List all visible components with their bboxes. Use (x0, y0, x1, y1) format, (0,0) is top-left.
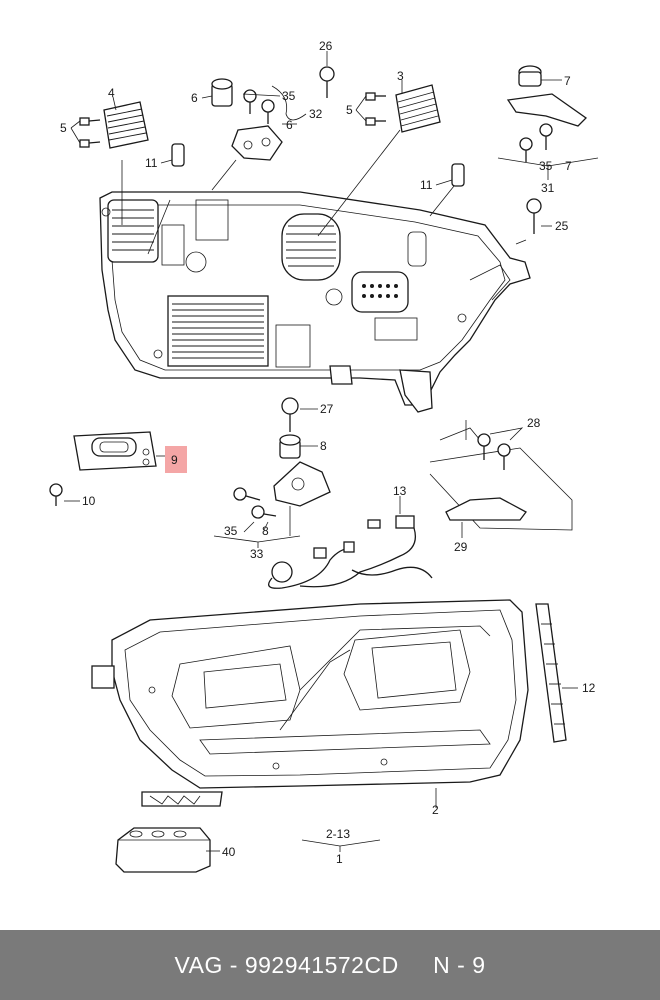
callout-11a: 11 (145, 156, 158, 170)
callout-35b: 35 (539, 159, 553, 173)
leveling-motor-bracket (233, 397, 331, 519)
bolt-icon (243, 66, 553, 234)
callout-32: 32 (309, 107, 323, 121)
callout-2: 2 (432, 803, 439, 817)
highlight-box (165, 446, 187, 473)
callout-27: 27 (320, 402, 334, 416)
callout-35c: 35 (224, 524, 238, 538)
callout-7b: 7 (565, 159, 572, 173)
heatsink-cover-left (103, 101, 149, 149)
callout-28: 28 (527, 416, 541, 430)
foam-block (115, 827, 220, 873)
headlight-housing-rear (99, 191, 531, 413)
callout-9: 9 (171, 453, 178, 467)
callout-5a: 5 (60, 121, 67, 135)
bracket-icon (231, 125, 283, 161)
brand-label: VAG (174, 951, 223, 978)
callout-2-13: 2-13 (326, 827, 350, 841)
callout-labels: 26 3 4 5 5 6 6 35 32 7 7 35 31 11 11 25 … (60, 39, 596, 866)
callout-1: 1 (336, 852, 343, 866)
ballast-control-module (73, 431, 166, 471)
heatsink-cover-right (395, 84, 441, 133)
callout-33: 33 (250, 547, 264, 561)
callout-4: 4 (108, 86, 115, 100)
callout-8b: 8 (262, 524, 269, 538)
callout-10: 10 (82, 494, 96, 508)
callout-25: 25 (555, 219, 569, 233)
callout-35a: 35 (282, 89, 296, 103)
callout-11b: 11 (420, 178, 433, 192)
callout-3: 3 (397, 69, 404, 83)
callout-26: 26 (319, 39, 333, 53)
nut-icon (211, 65, 542, 107)
callout-5b: 5 (346, 103, 353, 117)
part-number: 992941572CD (244, 951, 399, 978)
callout-29: 29 (454, 540, 468, 554)
callout-12: 12 (582, 681, 596, 695)
trim-strip (535, 603, 578, 743)
position-label: N - 9 (433, 951, 486, 978)
callout-6a: 6 (191, 91, 198, 105)
callout-31: 31 (541, 181, 555, 195)
wiring-harness (268, 496, 433, 589)
bracket-right-icon (506, 93, 588, 127)
callout-40: 40 (222, 845, 236, 859)
callout-7a: 7 (564, 74, 571, 88)
leader-lines-top (70, 51, 599, 255)
clip-icon (171, 143, 185, 167)
callout-6b: 6 (286, 118, 293, 132)
callout-13: 13 (393, 484, 407, 498)
part-number-footer: VAG - 992941572CD N - 9 (0, 930, 660, 1000)
callout-8a: 8 (320, 439, 327, 453)
parts-diagram: 26 3 4 5 5 6 6 35 32 7 7 35 31 11 11 25 … (49, 39, 599, 873)
bolt-icon (49, 483, 80, 506)
headlight-housing-front (91, 599, 529, 807)
mounting-bracket (429, 420, 573, 538)
